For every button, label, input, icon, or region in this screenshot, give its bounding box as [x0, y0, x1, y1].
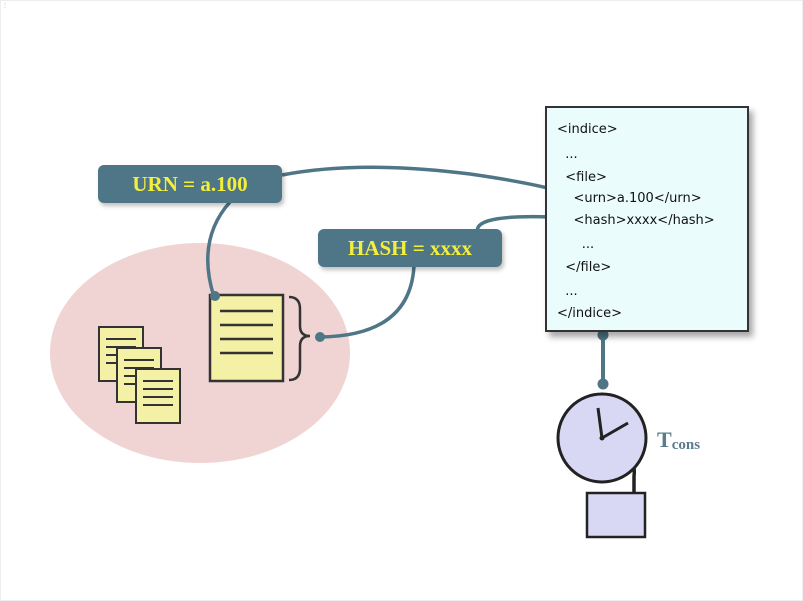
hash-to-brace-connector — [319, 265, 416, 339]
urn-label-text: URN = a.100 — [132, 171, 248, 196]
document-icon — [208, 293, 285, 383]
xml-line: </indice> — [557, 306, 623, 321]
brace-icon — [288, 295, 311, 382]
clock-icon — [556, 392, 648, 484]
clock-label-sub: cons — [671, 437, 701, 453]
hash-label-text: HASH = xxxx — [348, 235, 472, 260]
clock-label: Tcons — [657, 427, 700, 453]
urn-to-document-connector — [206, 200, 232, 298]
urn-document-dot — [210, 291, 220, 301]
xml-line: </file> — [557, 260, 612, 275]
xml-line: <file> — [557, 170, 607, 185]
clock-top-dot — [597, 378, 609, 390]
urn-label: URN = a.100 — [98, 165, 282, 203]
xml-line: ... — [557, 147, 578, 162]
lock-icon — [585, 455, 647, 539]
document-group-ellipse — [50, 243, 350, 463]
urn-to-xml-connector — [281, 165, 574, 197]
clock-label-main: T — [657, 427, 672, 452]
xml-line: <hash>xxxx</hash> — [557, 213, 715, 228]
hash-label: HASH = xxxx — [318, 229, 502, 267]
document-stack-icon — [98, 326, 181, 424]
xml-line: <indice> — [557, 122, 618, 137]
xml-line: <urn>a.100</urn> — [557, 191, 702, 206]
hash-brace-dot — [315, 332, 325, 342]
xml-line: ... — [557, 284, 578, 299]
xml-bottom-dot — [597, 329, 609, 341]
xml-line: ... — [557, 237, 595, 252]
corner-mark: ⋮ — [2, 3, 8, 9]
xml-index-box: <indice> ... <file> <urn>a.100</urn> <ha… — [545, 106, 749, 332]
